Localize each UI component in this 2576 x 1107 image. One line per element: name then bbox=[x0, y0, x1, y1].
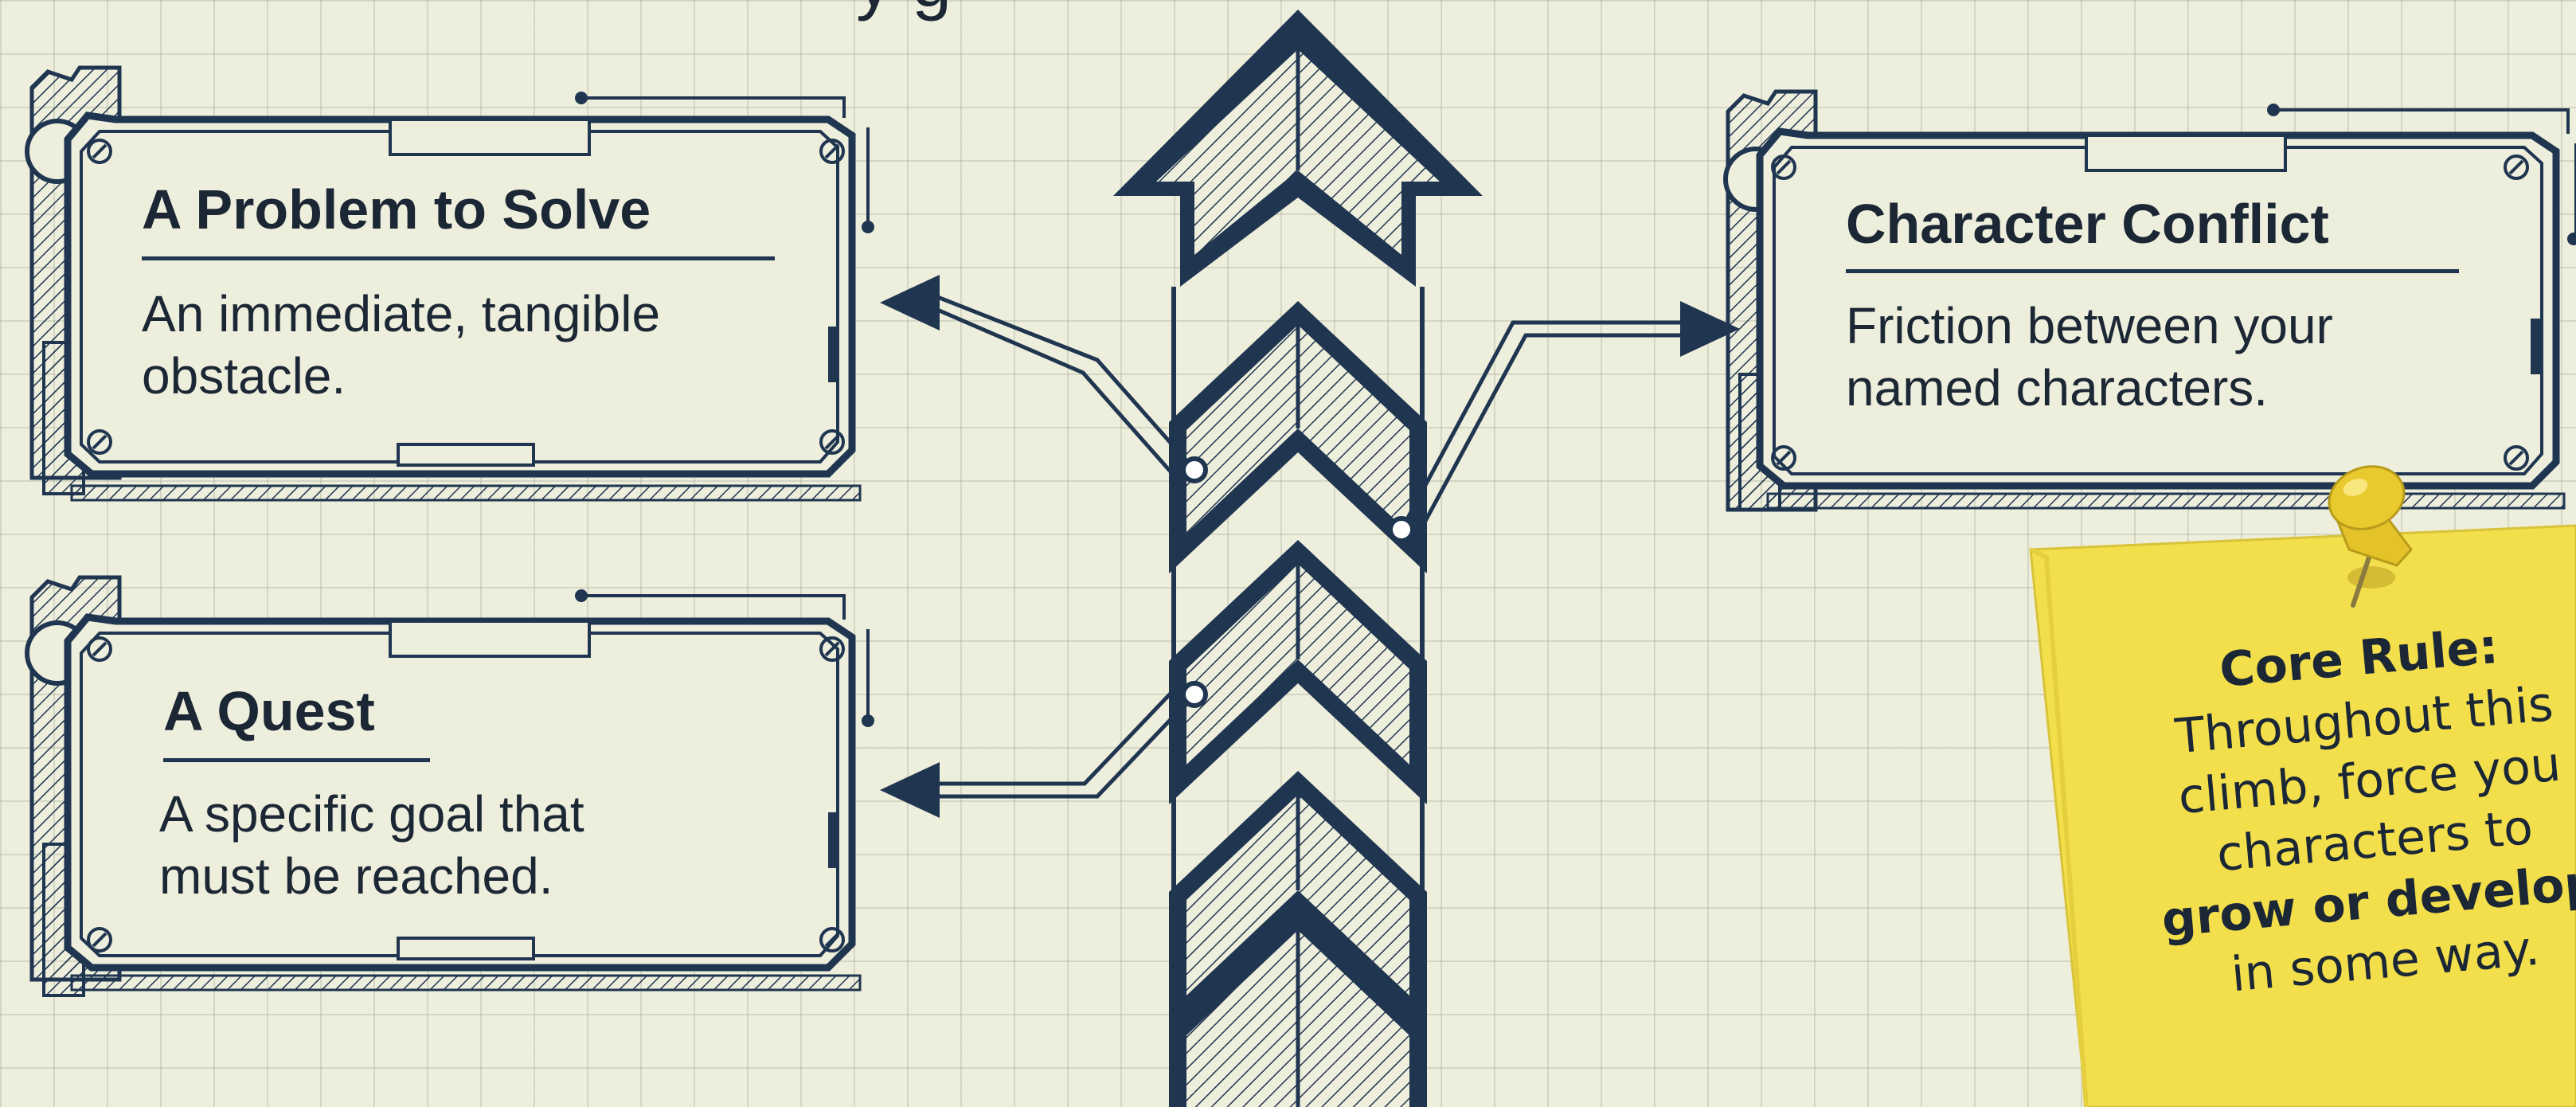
arrow-left-icon bbox=[880, 275, 940, 331]
card-conflict-body-line2: named characters. bbox=[1846, 357, 2268, 419]
card-problem-body-line1: An immediate, tangible bbox=[142, 283, 660, 345]
card-quest-body-line2: must be reached. bbox=[159, 845, 553, 907]
card-problem-body-line2: obstacle. bbox=[142, 345, 346, 407]
core-rule-text: Core Rule: Throughout this climb, force … bbox=[2102, 604, 2576, 1014]
connector-quest bbox=[880, 682, 1206, 818]
card-conflict-underline bbox=[1846, 269, 2459, 273]
card-problem-title: A Problem to Solve bbox=[142, 182, 651, 237]
arrow-left-icon bbox=[880, 762, 940, 818]
card-quest-underline bbox=[163, 758, 430, 762]
partial-header: y g bbox=[856, 0, 952, 22]
central-arrow-icon bbox=[1113, 10, 1483, 1107]
connector-conflict bbox=[1390, 301, 1740, 542]
card-quest-title: A Quest bbox=[163, 683, 375, 739]
card-conflict-title: Character Conflict bbox=[1846, 196, 2329, 252]
chevron-1 bbox=[1169, 301, 1427, 573]
card-problem-underline bbox=[142, 256, 775, 260]
card-conflict-body-line1: Friction between your bbox=[1846, 295, 2333, 357]
chevron-2 bbox=[1169, 540, 1427, 804]
connector-problem bbox=[880, 275, 1206, 484]
card-quest-body-line1: A specific goal that bbox=[159, 783, 584, 845]
